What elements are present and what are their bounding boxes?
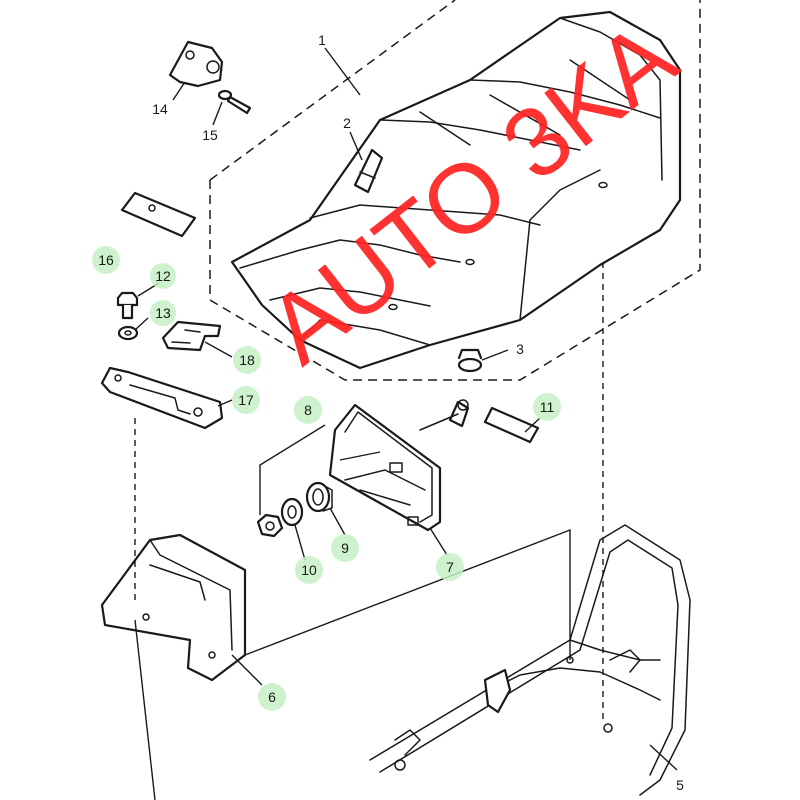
highlight-18 [233,346,261,374]
nut-part [256,513,284,538]
rear-frame-part [369,524,691,796]
screw-part [217,89,252,115]
callout-18: 18 [239,352,255,368]
highlight-8 [294,396,322,424]
highlight-17 [232,386,260,414]
grommet-part [305,481,333,513]
bolt-part [116,291,139,320]
callout-6: 6 [268,689,276,705]
callout-11: 11 [540,399,555,415]
callout-9: 9 [341,540,349,556]
flat-washer-part [280,497,304,527]
seat-part [230,10,682,370]
callout-7: 7 [446,559,454,575]
callout-17: 17 [238,392,254,408]
highlight-13 [150,300,176,326]
highlight-11 [533,393,561,421]
seat-clip-part [353,148,384,194]
plate-part [161,320,222,352]
lock-bracket-part [168,40,224,88]
bracket-cover-part [100,533,247,682]
callout-12: 12 [155,268,171,284]
callout-5: 5 [676,777,684,793]
callout-1: 1 [318,32,326,48]
highlight-9 [331,534,359,562]
callout-10: 10 [301,562,317,578]
lower-bracket-part [100,366,224,430]
seat-assembly-boundary [209,0,701,381]
callout-14: 14 [152,101,168,117]
tail-light-housing-part [328,403,442,532]
bulb-socket-part [419,399,470,431]
highlight-7 [436,553,464,581]
callout-2: 2 [343,115,351,131]
pad-part [120,191,197,238]
washer-part [117,325,139,341]
callout-8: 8 [304,402,312,418]
highlight-10 [295,556,323,584]
callout-3: 3 [516,341,524,357]
damper-part [457,348,483,373]
callout-16: 16 [98,252,114,268]
label-sticker-part [483,406,540,444]
callout-leaders [134,47,678,771]
highlight-6 [258,683,286,711]
highlight-12 [150,263,176,289]
callout-15: 15 [202,127,218,143]
long-leader-lines [134,528,571,800]
highlight-16 [92,246,120,274]
callout-13: 13 [155,305,171,321]
